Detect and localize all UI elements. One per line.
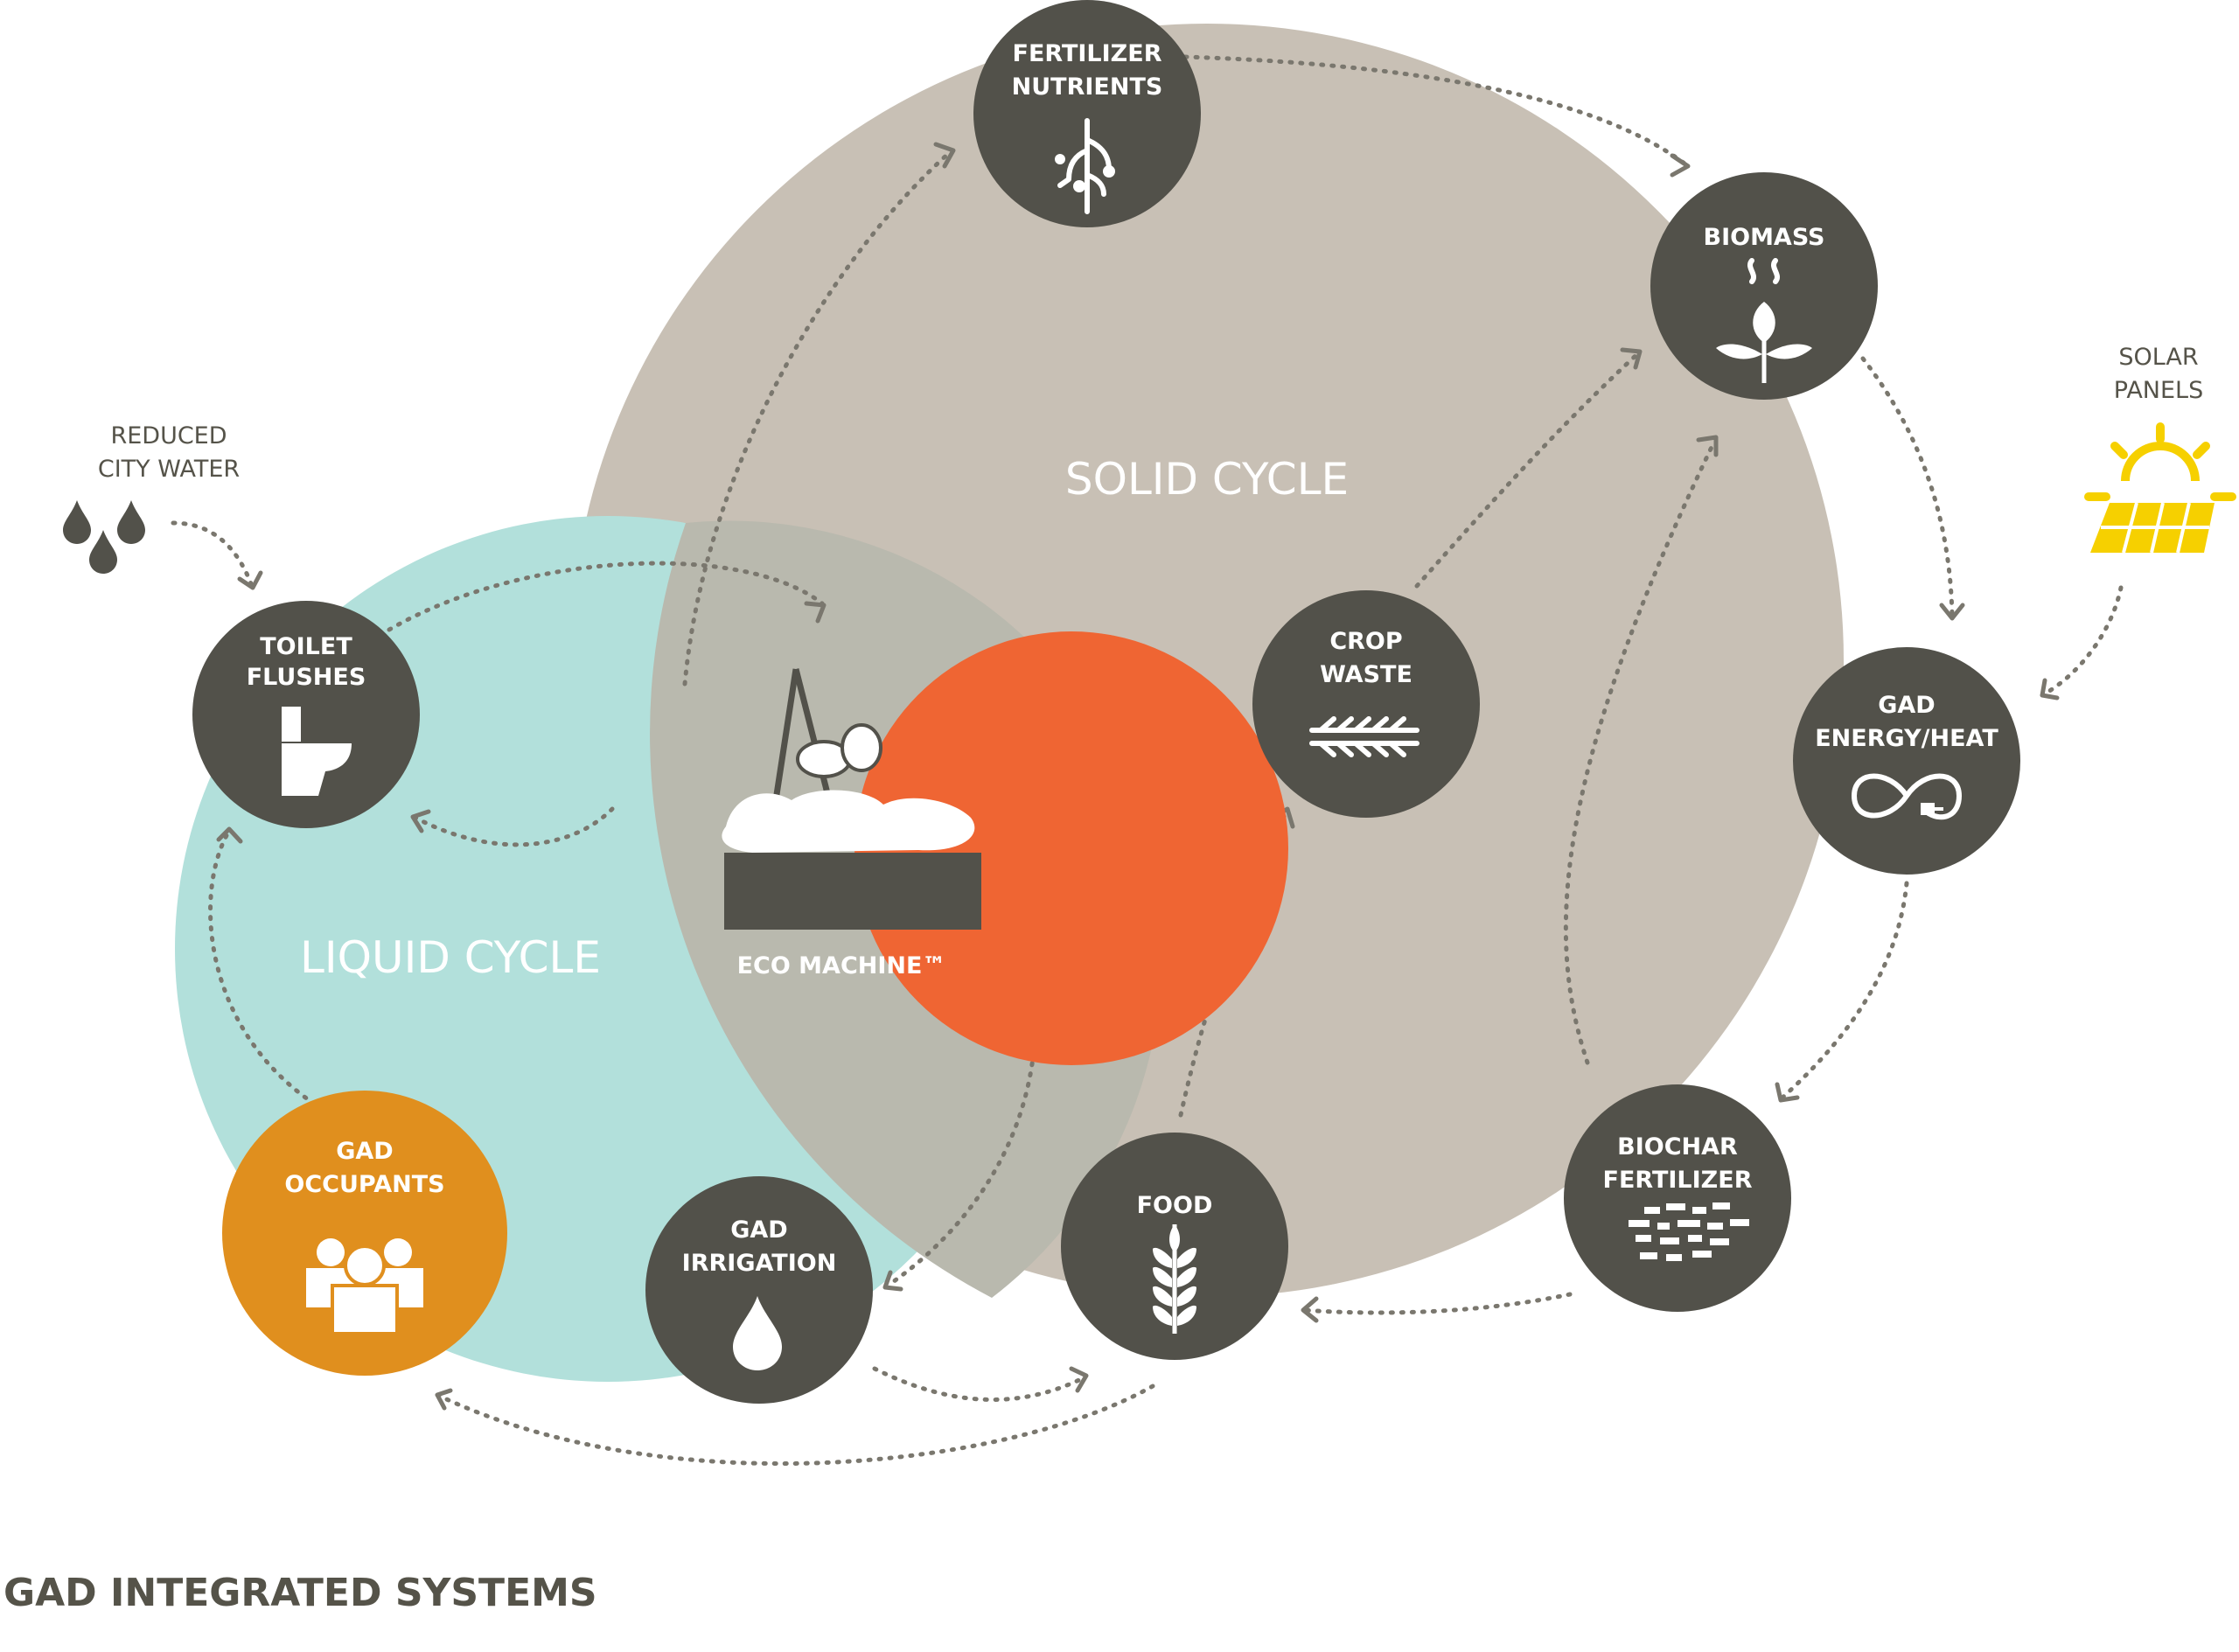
water-drops-icon	[63, 500, 145, 574]
sprout-heat-icon	[1716, 258, 1812, 383]
energy-heat-label-1: GAD	[1878, 692, 1935, 719]
food-label: FOOD	[1137, 1192, 1213, 1219]
liquid-cycle-label: LIQUID CYCLE	[300, 932, 601, 983]
roots-icon	[1055, 118, 1115, 214]
biochar-pieces-icon	[1629, 1202, 1749, 1261]
flow-arrow	[2040, 585, 2124, 698]
page-title: GAD INTEGRATED SYSTEMS	[3, 1571, 597, 1615]
energy-heat-label-2: ENERGY/HEAT	[1815, 725, 1998, 752]
crop-waste-node[interactable]: CROP WASTE	[1252, 590, 1480, 818]
occupants-label-2: OCCUPANTS	[284, 1171, 444, 1198]
flow-arrow	[435, 1384, 1155, 1467]
irrigation-label-1: GAD	[730, 1216, 787, 1244]
flow-arrow	[872, 1366, 1087, 1402]
reduced-city-water: REDUCED CITY WATER	[63, 422, 240, 574]
flow-arrow	[208, 828, 335, 1118]
biochar-fertilizer-node[interactable]: BIOCHAR FERTILIZER	[1564, 1084, 1791, 1312]
infinity-plug-icon	[1852, 773, 1962, 820]
flow-arrow	[1563, 439, 1717, 1065]
flow-arrow	[171, 520, 255, 589]
people-icon	[306, 1238, 423, 1335]
solar-panels: SOLAR PANELS	[2084, 344, 2236, 554]
toilet-icon	[282, 707, 352, 796]
irrigation-label-2: IRRIGATION	[682, 1250, 837, 1277]
fertilizer-nutrients-label-2: NUTRIENTS	[1012, 73, 1163, 101]
planter-icon	[722, 668, 981, 930]
wheat-icon	[1153, 1224, 1196, 1334]
crop-stalks-icon	[1309, 716, 1419, 757]
crop-waste-label-1: CROP	[1329, 628, 1402, 655]
reduced-city-water-label-2: CITY WATER	[98, 456, 240, 483]
toilet-label-2: FLUSHES	[247, 664, 366, 691]
eco-machine-label: ECO MACHINE™	[737, 952, 946, 979]
toilet-label-1: TOILET	[260, 633, 352, 660]
flow-arrow	[413, 806, 615, 847]
fertilizer-nutrients-label-1: FERTILIZER	[1013, 40, 1162, 67]
biochar-label-1: BIOCHAR	[1617, 1133, 1738, 1161]
eco-machine-node[interactable]: ECO MACHINE™	[722, 631, 1288, 1065]
fertilizer-nutrients-node[interactable]: FERTILIZER NUTRIENTS	[973, 0, 1201, 227]
solar-panel-icon	[2084, 422, 2236, 554]
occupants-label-1: GAD	[336, 1138, 393, 1165]
flow-arrow	[1301, 1292, 1573, 1315]
biomass-label: BIOMASS	[1703, 224, 1824, 251]
gad-energy-heat-node[interactable]: GAD ENERGY/HEAT	[1793, 647, 2020, 875]
flow-arrow	[1860, 356, 1955, 619]
flow-arrow	[682, 150, 952, 687]
solar-panels-label-1: SOLAR	[2118, 344, 2198, 371]
flow-arrow	[1182, 54, 1691, 169]
gad-irrigation-node[interactable]: GAD IRRIGATION	[645, 1176, 873, 1404]
flow-arrow	[1414, 352, 1640, 589]
solar-panels-label-2: PANELS	[2114, 377, 2203, 404]
crop-waste-label-2: WASTE	[1320, 661, 1412, 688]
biochar-label-2: FERTILIZER	[1603, 1167, 1753, 1194]
solid-cycle-label: SOLID CYCLE	[1065, 454, 1349, 505]
biomass-node[interactable]: BIOMASS	[1650, 172, 1878, 400]
flow-arrow	[1780, 881, 1909, 1100]
water-drop-icon	[733, 1296, 782, 1370]
gad-occupants-node[interactable]: GAD OCCUPANTS	[222, 1091, 507, 1376]
food-node[interactable]: FOOD	[1061, 1133, 1288, 1360]
toilet-flushes-node[interactable]: TOILET FLUSHES	[192, 601, 420, 828]
reduced-city-water-label-1: REDUCED	[110, 422, 227, 450]
